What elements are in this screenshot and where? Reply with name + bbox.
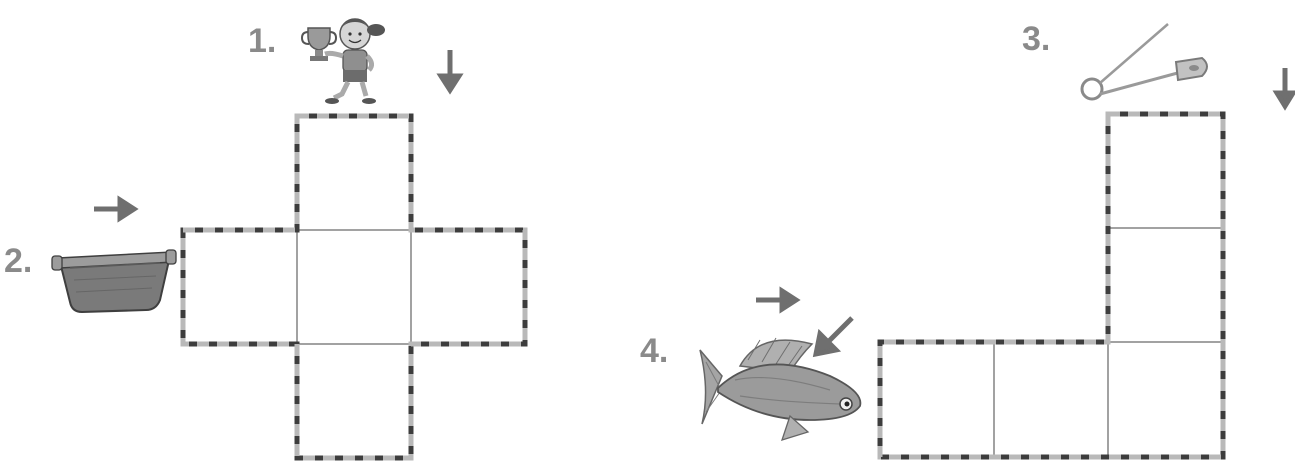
cross-net-outline-dash [180,113,528,461]
net-cell-center [296,229,412,345]
puzzle-4-number: 4. [640,332,668,370]
puzzle-3-number: 3. [1022,20,1050,58]
down-arrow-icon [436,50,464,95]
plastic-basket-icon [51,249,177,314]
safety-pin-icon [1080,23,1208,101]
cross-net [180,113,528,461]
net-cell-bottom [296,343,412,459]
net-cell-right [410,229,526,345]
net-cell-column-1 [1107,113,1224,229]
l-net [877,111,1226,460]
fish-icon [699,337,862,441]
puzzle-2-number: 2. [4,242,32,280]
down-arrow-icon [1272,68,1295,111]
l-net-outline-dash [877,111,1226,460]
right-arrow-icon [94,195,139,223]
net-cell-corner [1107,341,1224,458]
right-arrow-icon [756,286,801,314]
net-cell-column-2 [1107,227,1224,343]
girl-with-trophy-icon [300,18,385,104]
net-cell-top [296,115,412,231]
net-cell-row-1 [879,341,995,458]
net-cell-row-2 [993,341,1109,458]
diagonal-arrow-icon [812,316,854,358]
net-cell-left [182,229,298,345]
puzzle-1-number: 1. [248,22,276,60]
